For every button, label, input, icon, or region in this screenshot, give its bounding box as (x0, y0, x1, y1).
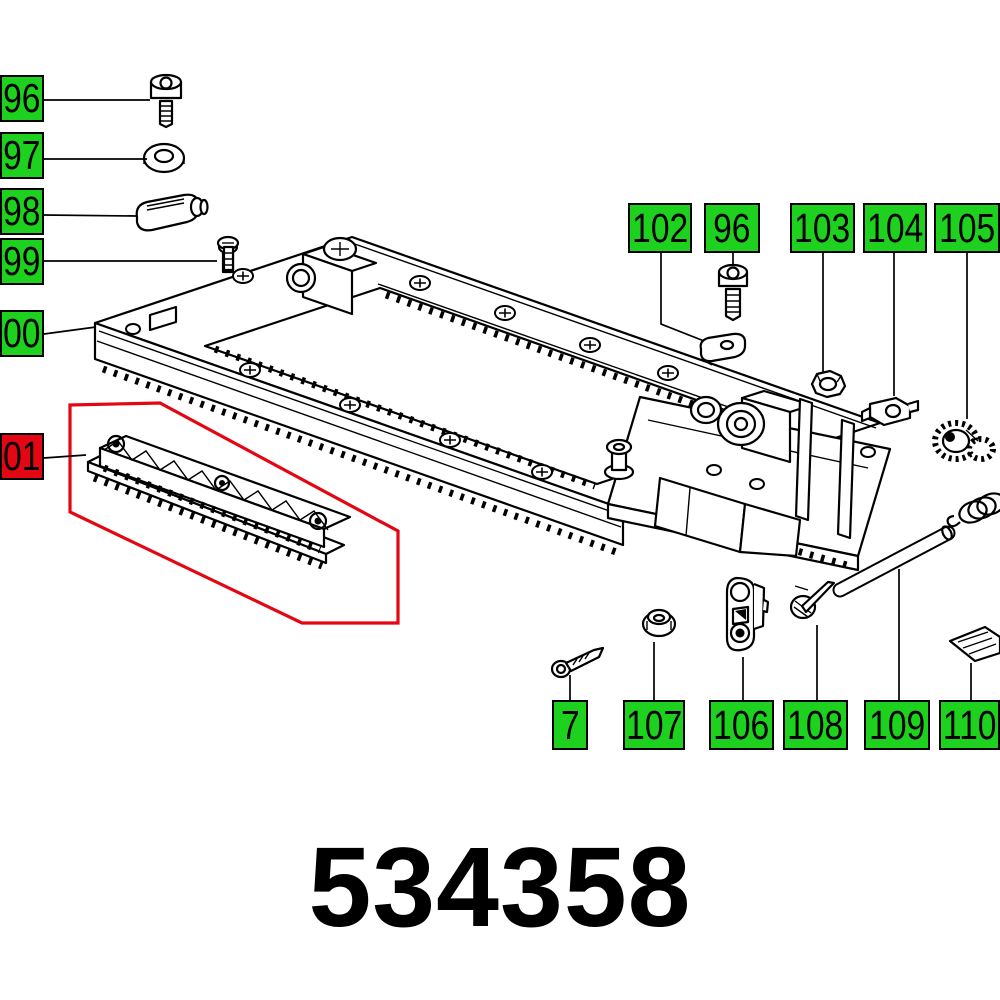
callout-99[interactable]: 99 (0, 238, 44, 285)
clamping-plate-part-102 (699, 332, 747, 366)
callout-108[interactable]: 108 (783, 700, 848, 750)
screw-part-96 (149, 73, 183, 129)
callout-109[interactable]: 109 (864, 700, 930, 750)
pivot-block-part-104 (860, 396, 920, 427)
callout-107[interactable]: 107 (623, 700, 685, 750)
callout-103[interactable]: 103 (790, 203, 855, 253)
callout-98[interactable]: 98 (0, 188, 44, 235)
sliding-block-part-98 (135, 193, 209, 232)
callout-97[interactable]: 97 (0, 132, 44, 179)
leader-lines (43, 99, 972, 700)
callout-100[interactable]: 00 (0, 310, 44, 357)
callout-96-left[interactable]: 96 (0, 75, 44, 122)
callout-102[interactable]: 102 (628, 203, 692, 253)
callout-104[interactable]: 104 (863, 203, 927, 253)
rod-part-109 (832, 525, 956, 598)
eccentric-bolt (603, 438, 635, 481)
gear-part-105 (932, 420, 996, 462)
product-order-number: 534358 (308, 824, 692, 950)
backing-pad-part (86, 434, 352, 570)
spring-part (946, 492, 1000, 528)
highlight-outline (68, 401, 400, 625)
callout-106[interactable]: 106 (709, 700, 774, 750)
guide-posts (794, 397, 856, 540)
pivot-bearing (689, 389, 814, 464)
callout-96-top[interactable]: 96 (704, 203, 760, 253)
spring-clip-part-108 (789, 580, 836, 620)
callout-110[interactable]: 110 (939, 700, 1000, 750)
washer-part-97 (142, 142, 186, 174)
screw-part-7 (550, 646, 605, 679)
nut-part-103 (810, 369, 847, 399)
wedge-part-110 (948, 625, 1000, 663)
callout-101-highlighted[interactable]: 01 (0, 433, 44, 480)
screw-part-96-top (717, 263, 749, 322)
callout-7[interactable]: 7 (552, 700, 588, 750)
nut-part-107 (641, 608, 677, 638)
screw-part-99 (216, 235, 240, 272)
callout-105[interactable]: 105 (934, 203, 1000, 253)
clamp-bracket (653, 476, 802, 558)
frame-assembly (93, 235, 892, 572)
corner-block (285, 236, 378, 316)
bracket-part-106 (725, 576, 770, 652)
